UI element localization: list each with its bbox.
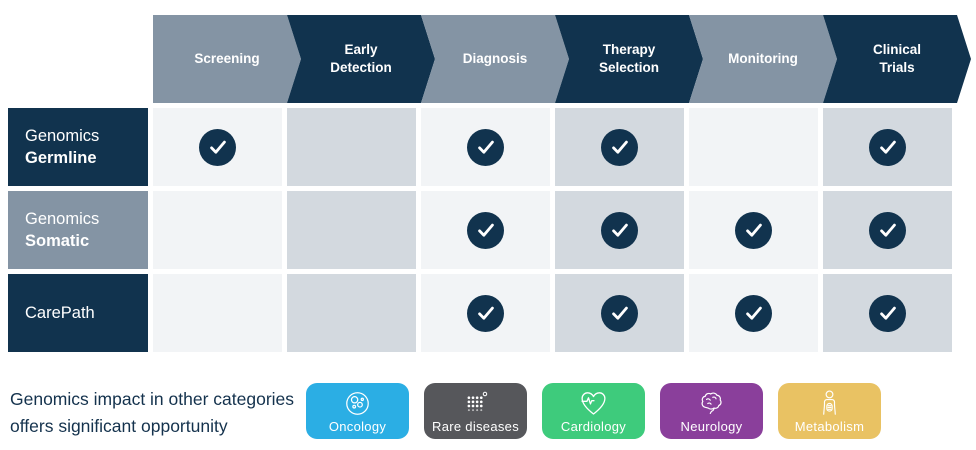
badge-cardiology: Cardiology	[542, 383, 645, 439]
matrix-cell	[555, 274, 684, 352]
matrix-cell	[421, 108, 550, 186]
column-header-diagnosis: Diagnosis	[421, 15, 569, 103]
column-header-label: Diagnosis	[462, 51, 528, 67]
check-icon	[869, 211, 906, 249]
metabolism-icon	[813, 387, 846, 420]
heart-ecg-icon	[576, 387, 611, 420]
badge-rare-diseases: Rare diseases	[424, 383, 527, 439]
check-icon	[601, 294, 638, 332]
badge-label: Neurology	[680, 419, 743, 434]
matrix-cell	[287, 191, 416, 269]
matrix-cell	[555, 108, 684, 186]
badge-neurology: Neurology	[660, 383, 763, 439]
check-icon	[735, 294, 772, 332]
matrix-cell	[689, 274, 818, 352]
badge-label: Rare diseases	[432, 419, 519, 434]
matrix-cell	[555, 191, 684, 269]
column-header-label: Monitoring	[728, 51, 798, 67]
matrix-cell	[153, 108, 282, 186]
matrix-cell	[287, 108, 416, 186]
matrix-cell	[689, 108, 818, 186]
badge-oncology: Oncology	[306, 383, 409, 439]
matrix-cell	[823, 108, 952, 186]
matrix-cell	[153, 274, 282, 352]
column-header-screening: Screening	[153, 15, 301, 103]
matrix-cell	[823, 274, 952, 352]
badge-metabolism: Metabolism	[778, 383, 881, 439]
check-icon	[467, 294, 504, 332]
dot-grid-icon	[459, 387, 492, 420]
check-icon	[735, 211, 772, 249]
matrix-cell	[689, 191, 818, 269]
badge-label: Cardiology	[560, 419, 627, 434]
badge-label: Oncology	[328, 419, 387, 434]
check-icon	[869, 128, 906, 166]
matrix-cell	[421, 274, 550, 352]
check-icon	[869, 294, 906, 332]
check-icon	[467, 128, 504, 166]
row-label-carepath: CarePath	[8, 274, 148, 352]
footnote-line: offers significant opportunity	[10, 416, 228, 436]
check-icon	[199, 128, 236, 166]
footnote-line: Genomics impact in other categories	[10, 389, 295, 409]
matrix-cell	[153, 191, 282, 269]
check-icon	[601, 128, 638, 166]
category-badges: Oncology Rare diseases Cardiology Neurology…	[306, 383, 881, 439]
matrix-cell	[823, 191, 952, 269]
column-header-label: Screening	[194, 51, 260, 67]
check-icon	[601, 211, 638, 249]
brain-icon	[695, 387, 728, 420]
column-header-monitoring: Monitoring	[689, 15, 837, 103]
check-icon	[467, 211, 504, 249]
cells-icon	[341, 387, 374, 420]
footnote-text: Genomics impact in other categories offe…	[10, 386, 294, 440]
badge-label: Metabolism	[794, 419, 865, 434]
matrix-cell	[421, 191, 550, 269]
matrix-cell	[287, 274, 416, 352]
